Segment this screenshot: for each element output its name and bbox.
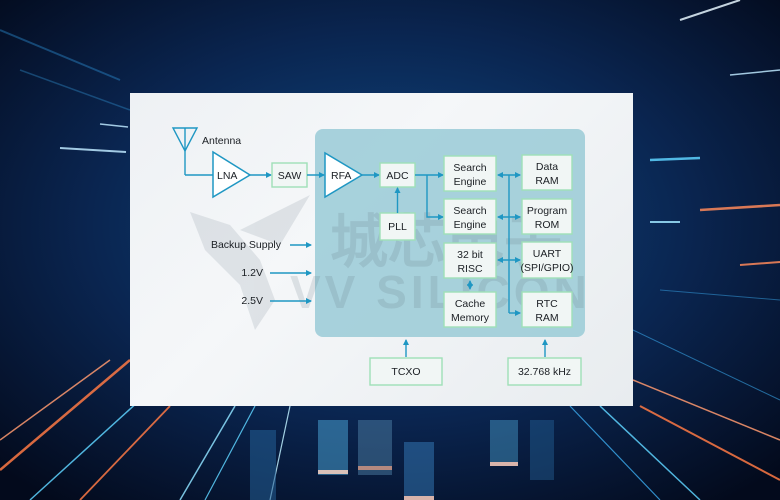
saw-filter-box bbox=[271, 162, 308, 188]
rtc-ram-box bbox=[521, 291, 573, 328]
system-bus bbox=[497, 172, 521, 316]
cache-line2: Memory bbox=[451, 312, 490, 324]
rfa-amplifier bbox=[324, 151, 364, 199]
rtc-ram-line1: RTC bbox=[536, 298, 558, 310]
lna-amplifier bbox=[212, 150, 252, 199]
pll-box bbox=[379, 212, 416, 241]
tcxo-label: TCXO bbox=[391, 366, 420, 378]
supply-backup-label: Backup Supply bbox=[211, 239, 282, 251]
program-rom-line1: Program bbox=[527, 205, 568, 217]
program-rom-line2: ROM bbox=[535, 219, 560, 231]
search-engine-1-line2: Engine bbox=[454, 176, 487, 188]
uart-line1: UART bbox=[533, 248, 562, 260]
program-rom-box bbox=[521, 198, 573, 235]
tcxo-box bbox=[369, 357, 443, 386]
search-engine-2-line2: Engine bbox=[454, 219, 487, 231]
watermark-logo-icon bbox=[190, 195, 310, 330]
uart-line2: (SPI/GPIO) bbox=[520, 262, 573, 274]
risc-line2: RISC bbox=[457, 263, 483, 275]
data-ram-box bbox=[521, 154, 573, 191]
search-engine-2-line1: Search bbox=[453, 205, 486, 217]
data-ram-line2: RAM bbox=[535, 175, 558, 187]
rtc-ram-line2: RAM bbox=[535, 312, 558, 324]
risc-line1: 32 bit bbox=[457, 249, 483, 261]
search-engine-1-line1: Search bbox=[453, 162, 486, 174]
antenna-label: Antenna bbox=[202, 135, 241, 147]
saw-label: SAW bbox=[278, 170, 302, 182]
rtc-crystal-label: 32.768 kHz bbox=[518, 366, 571, 378]
rtc-crystal-box bbox=[507, 357, 582, 386]
data-ram-line1: Data bbox=[536, 161, 558, 173]
pll-label: PLL bbox=[388, 221, 407, 233]
rfa-label: RFA bbox=[331, 170, 351, 182]
cache-line1: Cache bbox=[455, 298, 486, 310]
antenna-icon bbox=[171, 127, 213, 176]
risc-cpu-box bbox=[443, 242, 497, 279]
supply-1v2-label: 1.2V bbox=[241, 267, 263, 279]
search-engine-1-box bbox=[443, 155, 497, 192]
lna-label: LNA bbox=[217, 170, 237, 182]
cache-memory-box bbox=[443, 291, 497, 328]
adc-label: ADC bbox=[386, 170, 409, 182]
adc-box bbox=[379, 162, 416, 188]
uart-box bbox=[521, 241, 573, 279]
supply-2v5-label: 2.5V bbox=[241, 295, 263, 307]
search-engine-2-box bbox=[443, 198, 497, 235]
